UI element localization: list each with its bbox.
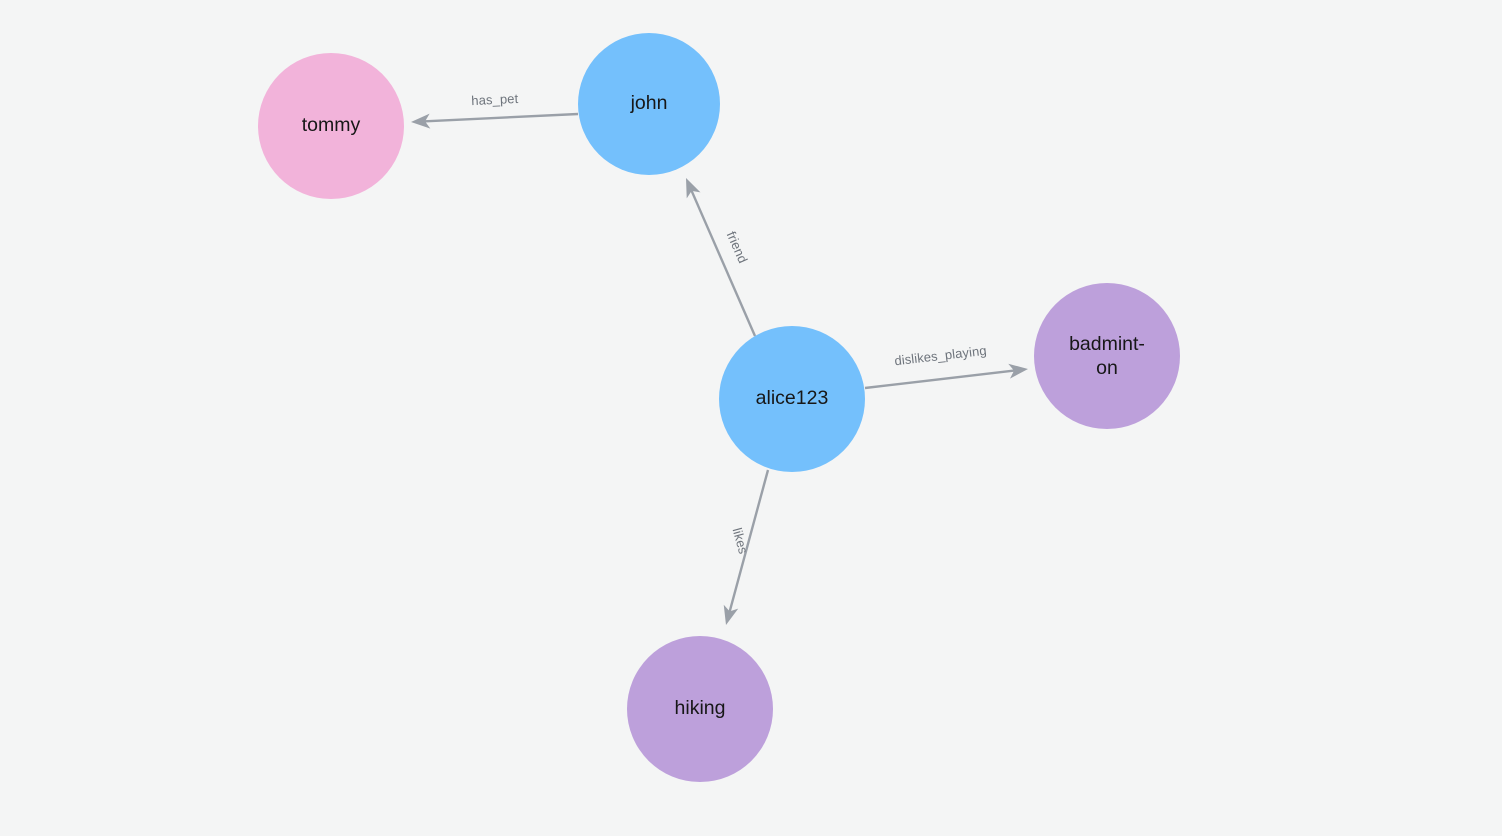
node-circle[interactable] [258,53,404,199]
edge-arrowhead-icon [723,604,739,625]
edge-line [727,469,770,614]
edge-arrowhead-icon [1008,363,1028,379]
graph-node-hiking[interactable]: hiking [627,636,773,782]
graph-node-badminton[interactable]: badmint-on [1034,283,1180,429]
node-circle[interactable] [719,326,865,472]
nodes-layer: tommy john alice123 badmint-on hiking [258,33,1180,782]
edge-arrowhead-icon [411,113,431,129]
node-circle[interactable] [1034,283,1180,429]
graph-edge[interactable]: friend [686,178,757,337]
node-circle[interactable] [578,33,720,175]
edge-line [422,112,579,123]
graph-node-tommy[interactable]: tommy [258,53,404,199]
edge-label: has_pet [471,91,519,108]
edge-label: dislikes_playing [894,343,988,369]
edge-line [689,188,757,337]
edge-line [864,369,1017,390]
node-circle[interactable] [627,636,773,782]
edge-arrowhead-icon [686,178,701,199]
graph-node-john[interactable]: john [578,33,720,175]
graph-node-alice123[interactable]: alice123 [719,326,865,472]
graph-edge[interactable]: dislikes_playing [864,343,1028,390]
edge-label: likes [730,526,752,556]
graph-edge[interactable]: likes [723,469,770,625]
edge-label: friend [724,229,751,265]
graph-edge[interactable]: has_pet [411,91,579,129]
